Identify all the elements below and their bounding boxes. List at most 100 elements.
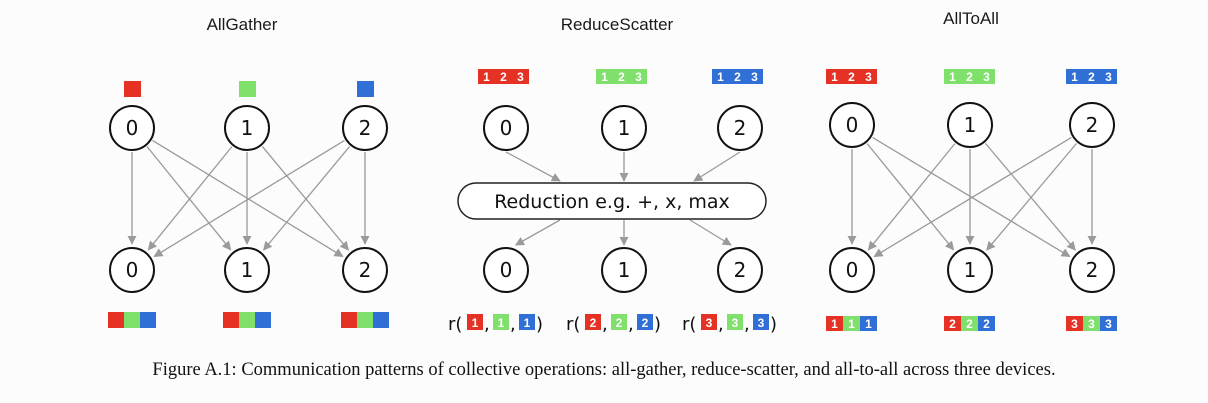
alltoall-input-chips-0-cell-1 [843, 69, 860, 84]
alltoall-output-chips-2-cell-1 [1083, 316, 1100, 331]
alltoall-arrow-0-1 [866, 143, 955, 251]
alltoall-top-node-1-label: 1 [964, 113, 977, 137]
reducescatter-bottom-node-0-label: 0 [500, 258, 513, 282]
reducescatter-input-chips-1-cell-0 [596, 69, 613, 84]
allgather-bottom-node-2-circle [342, 247, 388, 293]
alltoall-top-node-2-circle [1069, 102, 1115, 148]
allgather-top-node-0-label: 0 [126, 116, 139, 140]
reducescatter-bottom-node-2-label: 2 [734, 258, 747, 282]
reducescatter-result-2-cell-1 [727, 314, 743, 330]
allgather-output-chips-1-cell-1 [239, 312, 255, 328]
alltoall-input-chips-1-text-2: 3 [983, 70, 990, 84]
alltoall-arrow-2-0 [873, 136, 1072, 258]
reducescatter-result-1-cell-0 [585, 314, 601, 330]
alltoall-output-chips-2-text-0: 3 [1071, 317, 1078, 331]
alltoall-output-chips-0-cell-2 [860, 316, 877, 331]
allgather-output-chips-2-cell-0 [341, 312, 357, 328]
reducescatter-result-1-sep-0: , [602, 314, 608, 335]
reducescatter-arrow-out-2 [689, 219, 732, 246]
reducescatter-result-2-cell-2 [753, 314, 769, 330]
alltoall-bottom-node-2-circle [1069, 247, 1115, 293]
reducescatter-result-suffix-1: ) [654, 314, 661, 335]
allgather-top-node-2-circle [342, 105, 388, 151]
reducescatter-bottom-node-0-circle [483, 247, 529, 293]
reducescatter-bottom-node-2-circle [717, 247, 763, 293]
alltoall-input-chips-2-text-0: 1 [1071, 70, 1078, 84]
alltoall-top-node-1-circle [947, 102, 993, 148]
alltoall-top-node-0-circle [829, 102, 875, 148]
reducescatter-result-prefix-2: r( [682, 314, 696, 335]
alltoall-top-node-2-label: 2 [1086, 113, 1099, 137]
alltoall-output-chips-2-text-2: 3 [1105, 317, 1112, 331]
allgather-output-chips-2-cell-1 [357, 312, 373, 328]
reducescatter-input-chips-0-text-1: 2 [500, 70, 507, 84]
figure-caption: Figure A.1: Communication patterns of co… [152, 360, 1056, 380]
alltoall-arrow-2-1 [986, 142, 1078, 251]
allgather-input-chip-2 [357, 81, 374, 97]
alltoall-input-chips-1-cell-2 [978, 69, 995, 84]
reducescatter-result-0-sep-0: , [484, 314, 490, 335]
alltoall-bottom-node-0-label: 0 [846, 258, 859, 282]
alltoall-input-chips-0-text-2: 3 [865, 70, 872, 84]
reducescatter-title: ReduceScatter [561, 15, 674, 34]
reducescatter-result-0-cell-0 [467, 314, 483, 330]
allgather-output-chips-0-cell-1 [124, 312, 140, 328]
alltoall-input-chips-2-text-1: 2 [1088, 70, 1095, 84]
reducescatter-result-prefix-1: r( [566, 314, 580, 335]
alltoall-arrow-1-2 [984, 142, 1076, 251]
allgather-input-chip-0 [124, 81, 141, 97]
reducescatter-input-chips-2-text-2: 3 [751, 70, 758, 84]
reducescatter-result-suffix-0: ) [536, 314, 543, 335]
reducescatter-arrow-in-0 [505, 151, 561, 182]
allgather-arrow-1-0 [147, 146, 233, 251]
alltoall-output-chips-0-text-0: 1 [831, 317, 838, 331]
reducescatter-input-chips-0-cell-2 [512, 69, 529, 84]
allgather-title: AllGather [207, 15, 278, 34]
reducescatter-top-node-0-label: 0 [500, 116, 513, 140]
reducescatter-result-2-text-2: 3 [758, 316, 765, 330]
alltoall-output-chips-0-cell-1 [843, 316, 860, 331]
alltoall-output-chips-0-text-2: 1 [865, 317, 872, 331]
allgather-top-node-2-label: 2 [359, 116, 372, 140]
reducescatter-top-node-1-label: 1 [618, 116, 631, 140]
allgather-bottom-node-0-label: 0 [126, 258, 139, 282]
alltoall-output-chips-1-text-0: 2 [949, 317, 956, 331]
reducescatter-result-suffix-2: ) [770, 314, 777, 335]
reducescatter-arrow-out-0 [514, 219, 561, 246]
alltoall-bottom-node-0-circle [829, 247, 875, 293]
allgather-top-node-0-circle [109, 105, 155, 151]
allgather-output-chips-2-cell-2 [373, 312, 389, 328]
reduce-results: r(1,1,1)r(2,2,2)r(3,3,3) [448, 314, 777, 335]
alltoall-input-chips-1-text-1: 2 [966, 70, 973, 84]
reducescatter-input-chips-2-cell-1 [729, 69, 746, 84]
alltoall-output-chips-0-cell-0 [826, 316, 843, 331]
reduction-label: Reduction e.g. +, x, max [494, 191, 730, 213]
alltoall-input-chips-1-cell-0 [944, 69, 961, 84]
alltoall-output-chips-1-cell-0 [944, 316, 961, 331]
reducescatter-result-1-cell-1 [611, 314, 627, 330]
alltoall-input-chips-1-text-0: 1 [949, 70, 956, 84]
reducescatter-top-node-1-circle [601, 105, 647, 151]
allgather-arrow-0-1 [146, 146, 232, 251]
reducescatter-input-chips-2-text-1: 2 [734, 70, 741, 84]
alltoall-input-chips-2-cell-1 [1083, 69, 1100, 84]
alltoall-output-chips-2-cell-0 [1066, 316, 1083, 331]
reducescatter-input-chips-2-cell-0 [712, 69, 729, 84]
alltoall-bottom-node-1-label: 1 [964, 258, 977, 282]
reducescatter-result-2-sep-1: , [744, 314, 750, 335]
alltoall-input-chips-0-text-1: 2 [848, 70, 855, 84]
arrows [127, 136, 1097, 258]
alltoall-bottom-node-1-circle [947, 247, 993, 293]
alltoall-input-chips-2-cell-2 [1100, 69, 1117, 84]
allgather-output-chips-0-cell-2 [140, 312, 156, 328]
allgather-arrow-2-1 [263, 146, 351, 251]
reduction-box [457, 182, 767, 220]
alltoall-bottom-node-2-label: 2 [1086, 258, 1099, 282]
alltoall-output-chips-1-text-1: 2 [966, 317, 973, 331]
reducescatter-result-0-text-1: 1 [498, 316, 505, 330]
alltoall-input-chips-0-cell-2 [860, 69, 877, 84]
reducescatter-result-prefix-0: r( [448, 314, 462, 335]
reducescatter-result-1-text-2: 2 [642, 316, 649, 330]
reducescatter-result-1-sep-1: , [628, 314, 634, 335]
